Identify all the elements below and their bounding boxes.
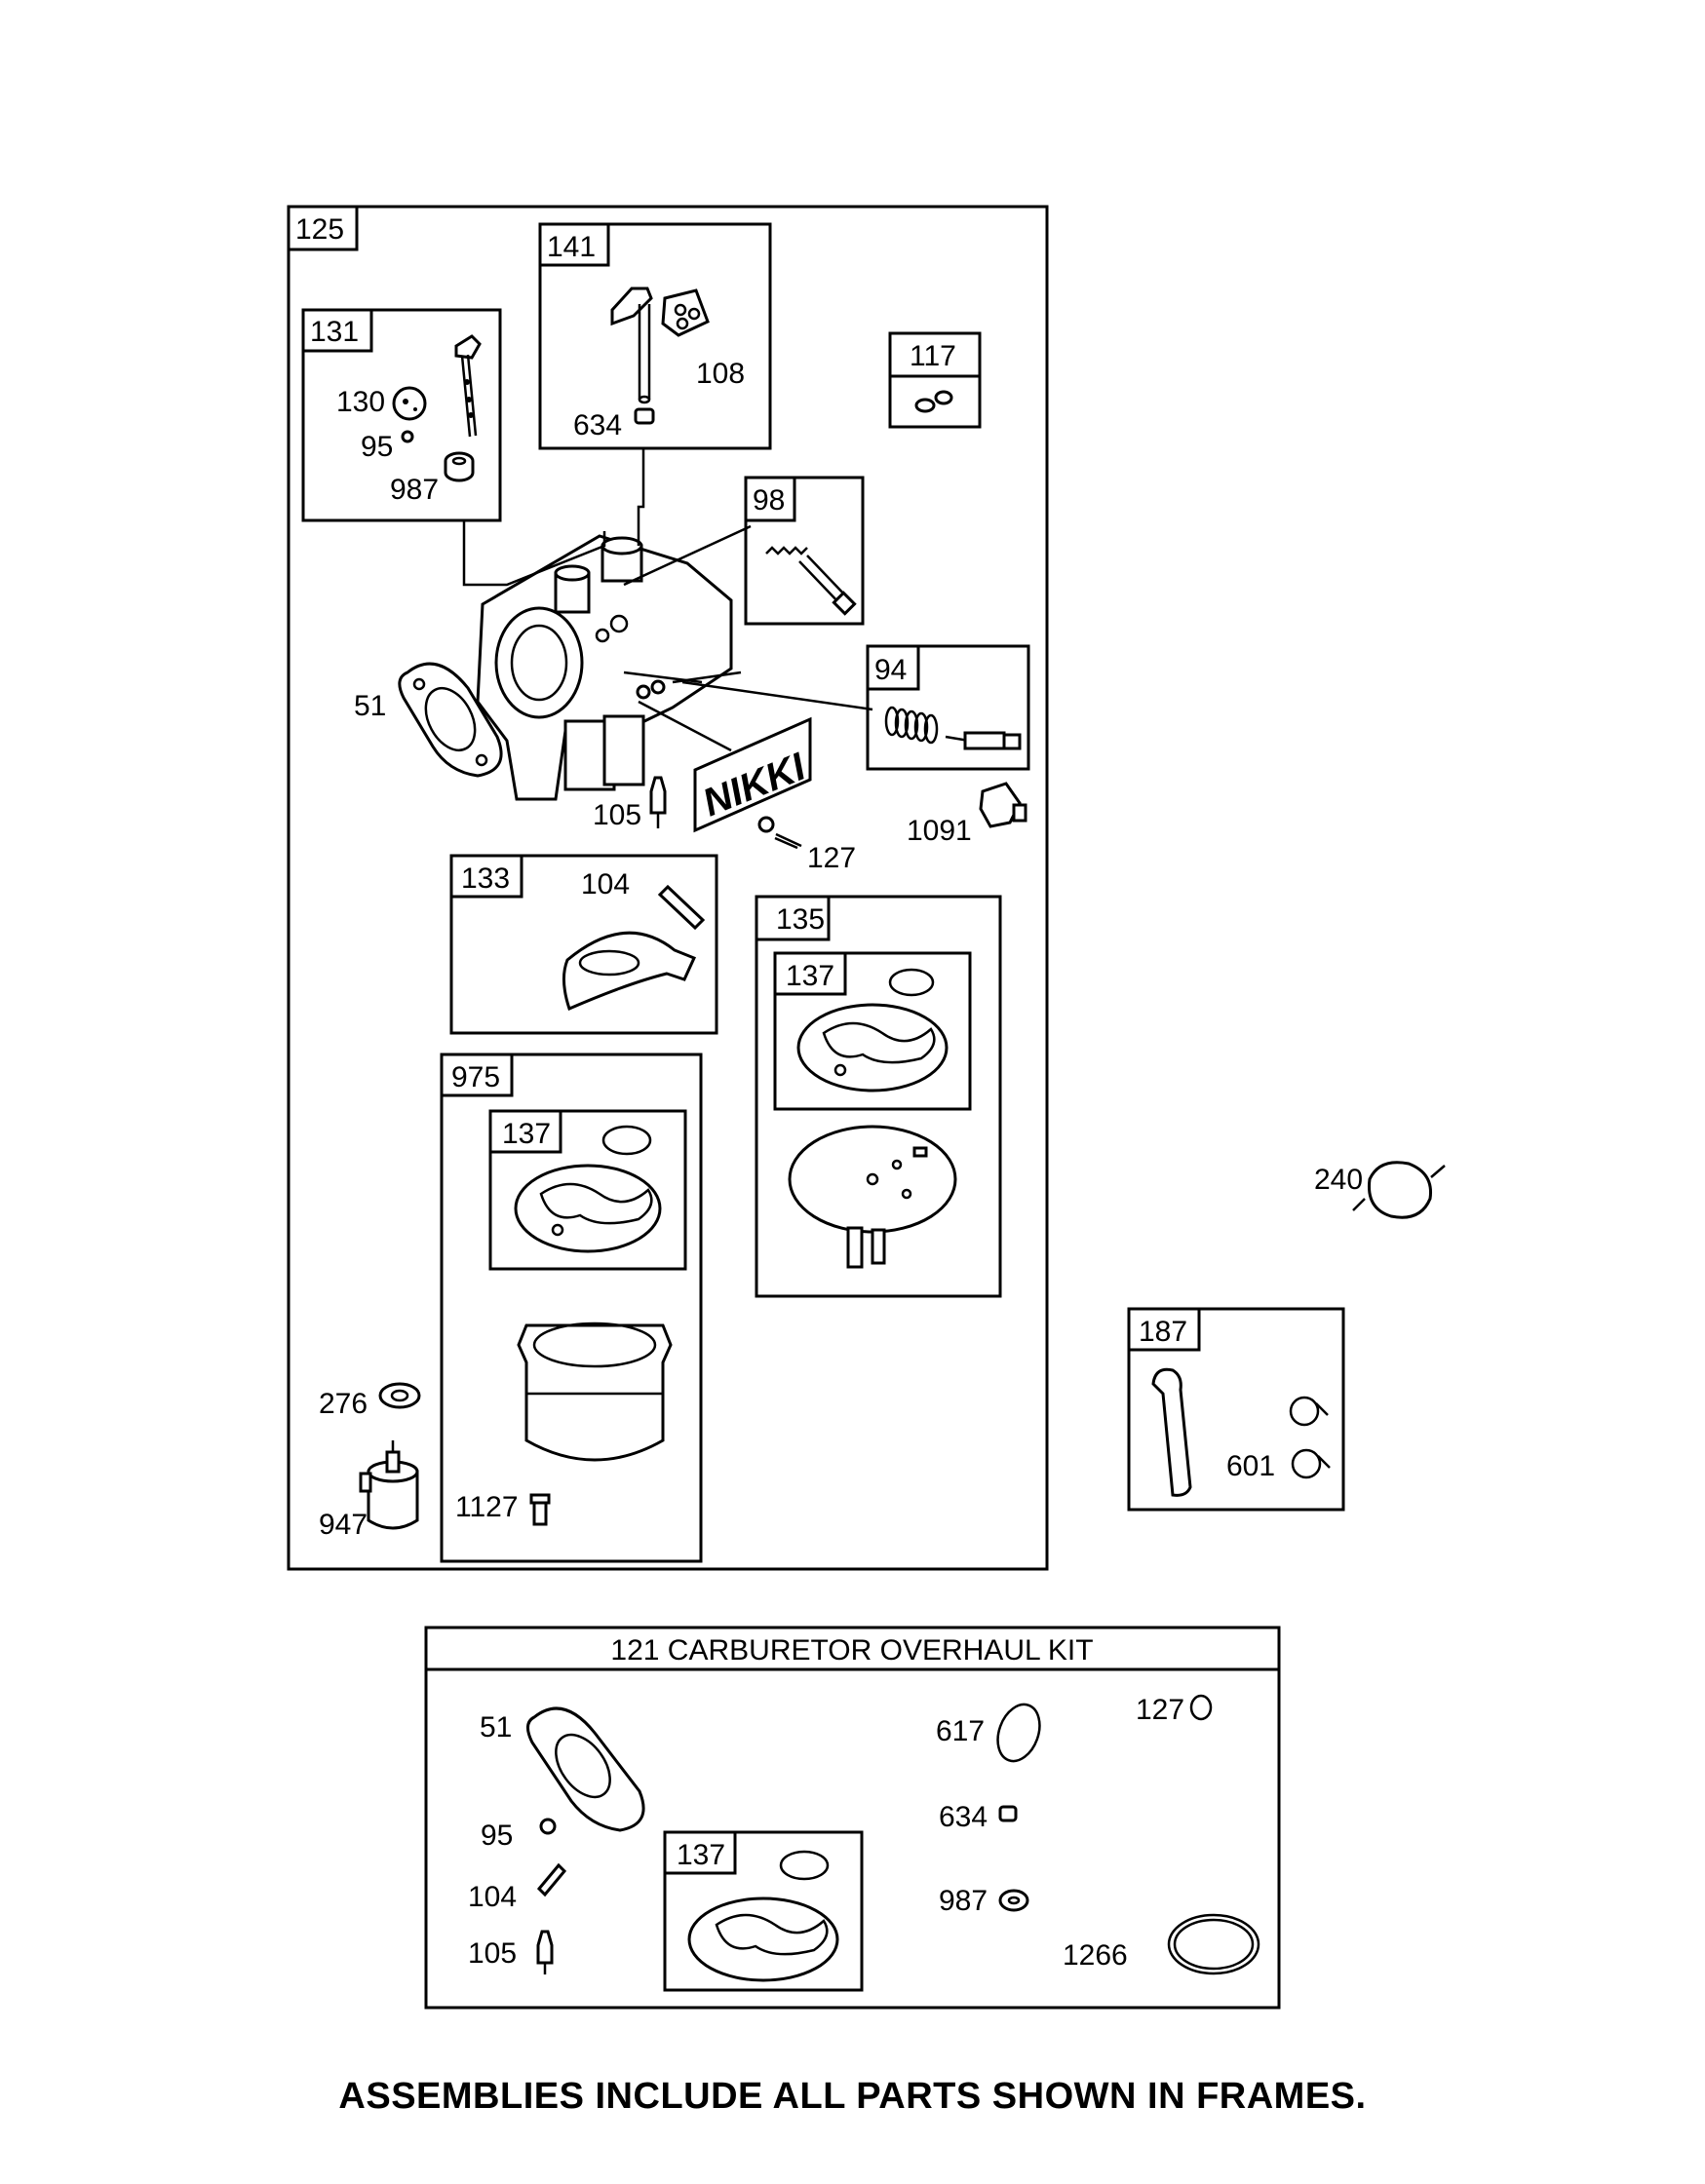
part-label-240: 240 bbox=[1314, 1164, 1363, 1196]
clamp-icon bbox=[1289, 1396, 1331, 1479]
screw-1127-icon bbox=[529, 1493, 551, 1526]
frame-label-187: 187 bbox=[1139, 1316, 1187, 1348]
washer-icon bbox=[914, 390, 953, 413]
frame-label-131: 131 bbox=[310, 316, 359, 348]
gasket-137-icon bbox=[687, 1897, 839, 1982]
overhaul-kit-frame: 121 CARBURETOR OVERHAUL KIT 51 95 104 10… bbox=[424, 1626, 1281, 2010]
washer-127-icon bbox=[757, 816, 802, 848]
frame-label-94: 94 bbox=[874, 654, 907, 686]
washer-127-icon bbox=[1189, 1694, 1213, 1721]
frame-label-135: 135 bbox=[776, 903, 825, 936]
frame-94: 94 bbox=[866, 644, 1030, 771]
part-label-104: 104 bbox=[581, 868, 630, 900]
plug-icon bbox=[634, 407, 655, 425]
frame-label-137-b: 137 bbox=[502, 1118, 551, 1150]
gasket-51-icon bbox=[398, 662, 503, 778]
kit-label-105: 105 bbox=[468, 1937, 517, 1970]
solenoid-1091-icon bbox=[979, 782, 1027, 828]
oring-icon bbox=[779, 1850, 830, 1881]
leader-lines bbox=[462, 448, 873, 850]
seal-icon bbox=[444, 451, 475, 482]
frame-975: 975 137 1127 bbox=[440, 1053, 703, 1563]
part-label-987: 987 bbox=[390, 474, 439, 506]
frame-label-141: 141 bbox=[547, 231, 596, 263]
oring-icon bbox=[888, 968, 935, 997]
inlet-needle-icon bbox=[649, 776, 667, 828]
throttle-shaft-icon bbox=[610, 287, 653, 404]
kit-label-51: 51 bbox=[480, 1711, 512, 1743]
gasket-icon bbox=[661, 288, 710, 337]
part-label-634: 634 bbox=[573, 409, 622, 441]
part-label-601: 601 bbox=[1226, 1450, 1275, 1482]
bowl-cover-icon bbox=[788, 1125, 957, 1269]
frame-label-137-c: 137 bbox=[677, 1839, 725, 1871]
part-label-130: 130 bbox=[336, 386, 385, 418]
kit-label-634: 634 bbox=[939, 1801, 988, 1833]
nikki-decal: NIKKI bbox=[693, 716, 812, 833]
kit-title: 121 CARBURETOR OVERHAUL KIT bbox=[610, 1634, 1093, 1667]
part-label-1127: 1127 bbox=[455, 1491, 519, 1523]
part-label-95: 95 bbox=[361, 431, 393, 463]
fuel-filter-240-icon bbox=[1352, 1161, 1446, 1219]
idle-screw-icon bbox=[765, 546, 857, 616]
frame-98: 98 bbox=[744, 476, 865, 626]
screw-95-icon bbox=[539, 1818, 557, 1835]
screw-icon bbox=[401, 430, 414, 443]
part-label-947: 947 bbox=[319, 1509, 368, 1541]
kit-label-617: 617 bbox=[936, 1715, 985, 1747]
frame-135: 135 137 bbox=[755, 895, 1002, 1298]
part-label-276: 276 bbox=[319, 1388, 368, 1420]
kit-label-95: 95 bbox=[481, 1820, 513, 1852]
part-label-1091: 1091 bbox=[907, 815, 972, 847]
gasket-137-icon bbox=[796, 1003, 949, 1092]
frame-label-133: 133 bbox=[461, 862, 510, 895]
washer-276-icon bbox=[378, 1382, 421, 1409]
oring-icon bbox=[601, 1125, 652, 1156]
footer-note: ASSEMBLIES INCLUDE ALL PARTS SHOWN IN FR… bbox=[338, 2076, 1367, 2117]
kit-label-127: 127 bbox=[1136, 1694, 1184, 1726]
kit-label-1266: 1266 bbox=[1063, 1939, 1128, 1972]
kit-label-104: 104 bbox=[468, 1881, 517, 1913]
gasket-137-icon bbox=[514, 1164, 662, 1253]
pin-icon bbox=[657, 884, 706, 931]
choke-shaft-icon bbox=[454, 334, 482, 438]
part-label-51: 51 bbox=[354, 690, 386, 722]
gasket-51-icon bbox=[526, 1706, 645, 1832]
frame-131: 131 130 95 987 bbox=[301, 308, 502, 522]
frame-label-137-a: 137 bbox=[786, 960, 834, 992]
fuel-hose-icon bbox=[1151, 1367, 1192, 1497]
float-bowl-icon bbox=[517, 1322, 673, 1462]
spring-icon bbox=[884, 706, 939, 745]
seal-987-icon bbox=[998, 1889, 1029, 1912]
oring-617-icon bbox=[996, 1703, 1041, 1763]
needle-105-icon bbox=[536, 1930, 554, 1974]
frame-187: 187 601 bbox=[1127, 1307, 1345, 1512]
mixture-screw-icon bbox=[945, 731, 1022, 750]
solenoid-947-icon bbox=[359, 1440, 419, 1530]
frame-label-117: 117 bbox=[910, 340, 956, 372]
float-icon bbox=[562, 931, 697, 1012]
carburetor-body bbox=[476, 534, 742, 801]
part-label-108: 108 bbox=[696, 358, 745, 390]
kit-label-987: 987 bbox=[939, 1885, 988, 1917]
frame-label-125: 125 bbox=[295, 213, 344, 246]
frame-label-98: 98 bbox=[753, 484, 785, 517]
frame-141: 141 108 634 bbox=[538, 222, 772, 450]
plug-634-icon bbox=[998, 1805, 1018, 1822]
frame-125: 125 bbox=[287, 205, 1049, 1571]
frame-133: 133 104 bbox=[449, 854, 718, 1035]
bowl-gasket-1266-icon bbox=[1167, 1913, 1260, 1975]
part-label-105: 105 bbox=[593, 799, 641, 831]
part-label-127: 127 bbox=[807, 842, 856, 874]
frame-117: 117 bbox=[888, 331, 982, 429]
frame-label-975: 975 bbox=[451, 1061, 500, 1093]
pin-104-icon bbox=[536, 1862, 567, 1897]
choke-plate-icon bbox=[392, 386, 427, 421]
